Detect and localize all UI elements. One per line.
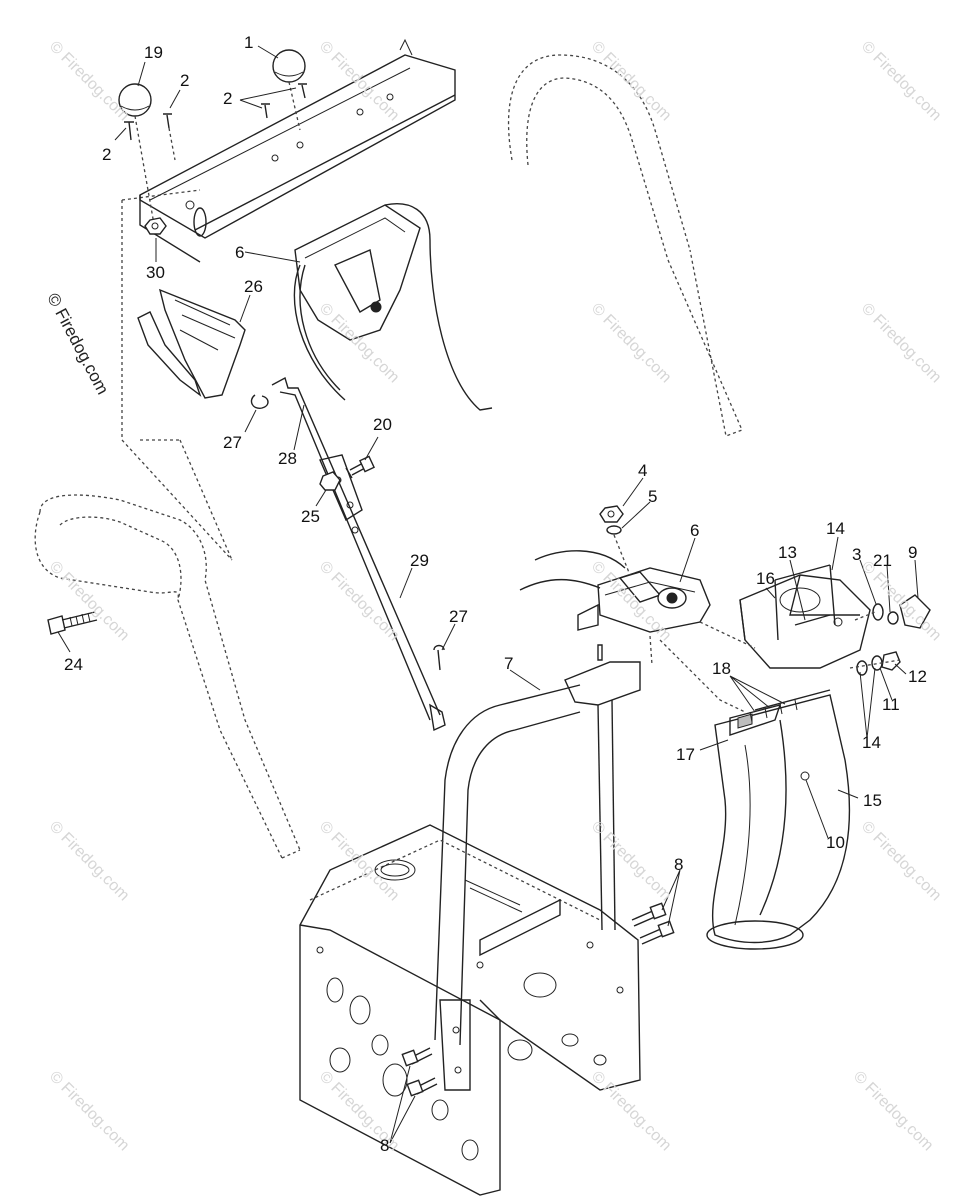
washer-5	[606, 525, 622, 535]
callout-24: 24	[64, 655, 83, 674]
callout-11: 11	[882, 695, 900, 714]
callout-2: 2	[180, 71, 190, 90]
nut-30	[144, 217, 167, 235]
callout-29: 29	[410, 551, 429, 570]
callout-6: 6	[690, 521, 700, 540]
callout-9: 9	[908, 543, 918, 562]
callout-4: 4	[638, 461, 648, 480]
knob-1	[272, 49, 306, 83]
clip-27-upper	[250, 394, 269, 409]
bolt-20	[345, 455, 375, 479]
callout-8: 8	[674, 855, 684, 874]
callout-16: 16	[756, 569, 775, 588]
upper-frame-outline	[121, 189, 233, 561]
bolts-8-left	[401, 1047, 438, 1097]
callout-15: 15	[863, 791, 882, 810]
callout-3: 3	[852, 545, 862, 564]
callout-6: 6	[235, 243, 245, 262]
callout-14: 14	[862, 733, 881, 752]
callout-7: 7	[504, 654, 514, 673]
chute-crank-7	[434, 644, 641, 1091]
screws-18	[749, 699, 798, 723]
callout-1: 1	[244, 33, 254, 52]
callout-2: 2	[102, 145, 112, 164]
auger-housing	[299, 824, 641, 1196]
callout-28: 28	[278, 449, 297, 468]
chute-deflector-16	[739, 564, 871, 669]
shift-bracket-26	[137, 288, 246, 399]
callout-19: 19	[144, 43, 163, 62]
callout-20: 20	[373, 415, 392, 434]
callout-2: 2	[223, 89, 233, 108]
nut-25	[319, 471, 341, 491]
callout-13: 13	[778, 543, 797, 562]
chute-crank-bracket-6	[519, 550, 711, 633]
assembly-lines	[613, 534, 901, 713]
bolts-8-right	[631, 902, 675, 945]
callout-18: 18	[712, 659, 731, 678]
nut-4	[599, 505, 624, 523]
callout-10: 10	[826, 833, 845, 852]
control-console-panel	[139, 38, 456, 263]
callout-27: 27	[449, 607, 468, 626]
callout-17: 17	[676, 745, 695, 764]
callout-26: 26	[244, 277, 263, 296]
shift-rod-28	[271, 376, 446, 732]
callout-21: 21	[873, 551, 892, 570]
callout-5: 5	[648, 487, 658, 506]
leader-lines	[57, 45, 919, 1144]
callout-30: 30	[146, 263, 165, 282]
left-handle	[34, 494, 301, 859]
clip-27-lower	[433, 644, 445, 671]
speed-selector-cover	[293, 203, 493, 411]
discharge-chute-15	[706, 689, 851, 950]
right-handle	[508, 54, 743, 437]
callout-8: 8	[380, 1136, 390, 1155]
callout-12: 12	[908, 667, 927, 686]
callout-27: 27	[223, 433, 242, 452]
pivot-hardware	[856, 594, 931, 676]
callout-25: 25	[301, 507, 320, 526]
callout-14: 14	[826, 519, 845, 538]
bolt-24	[47, 611, 98, 635]
screws-2	[124, 81, 307, 231]
